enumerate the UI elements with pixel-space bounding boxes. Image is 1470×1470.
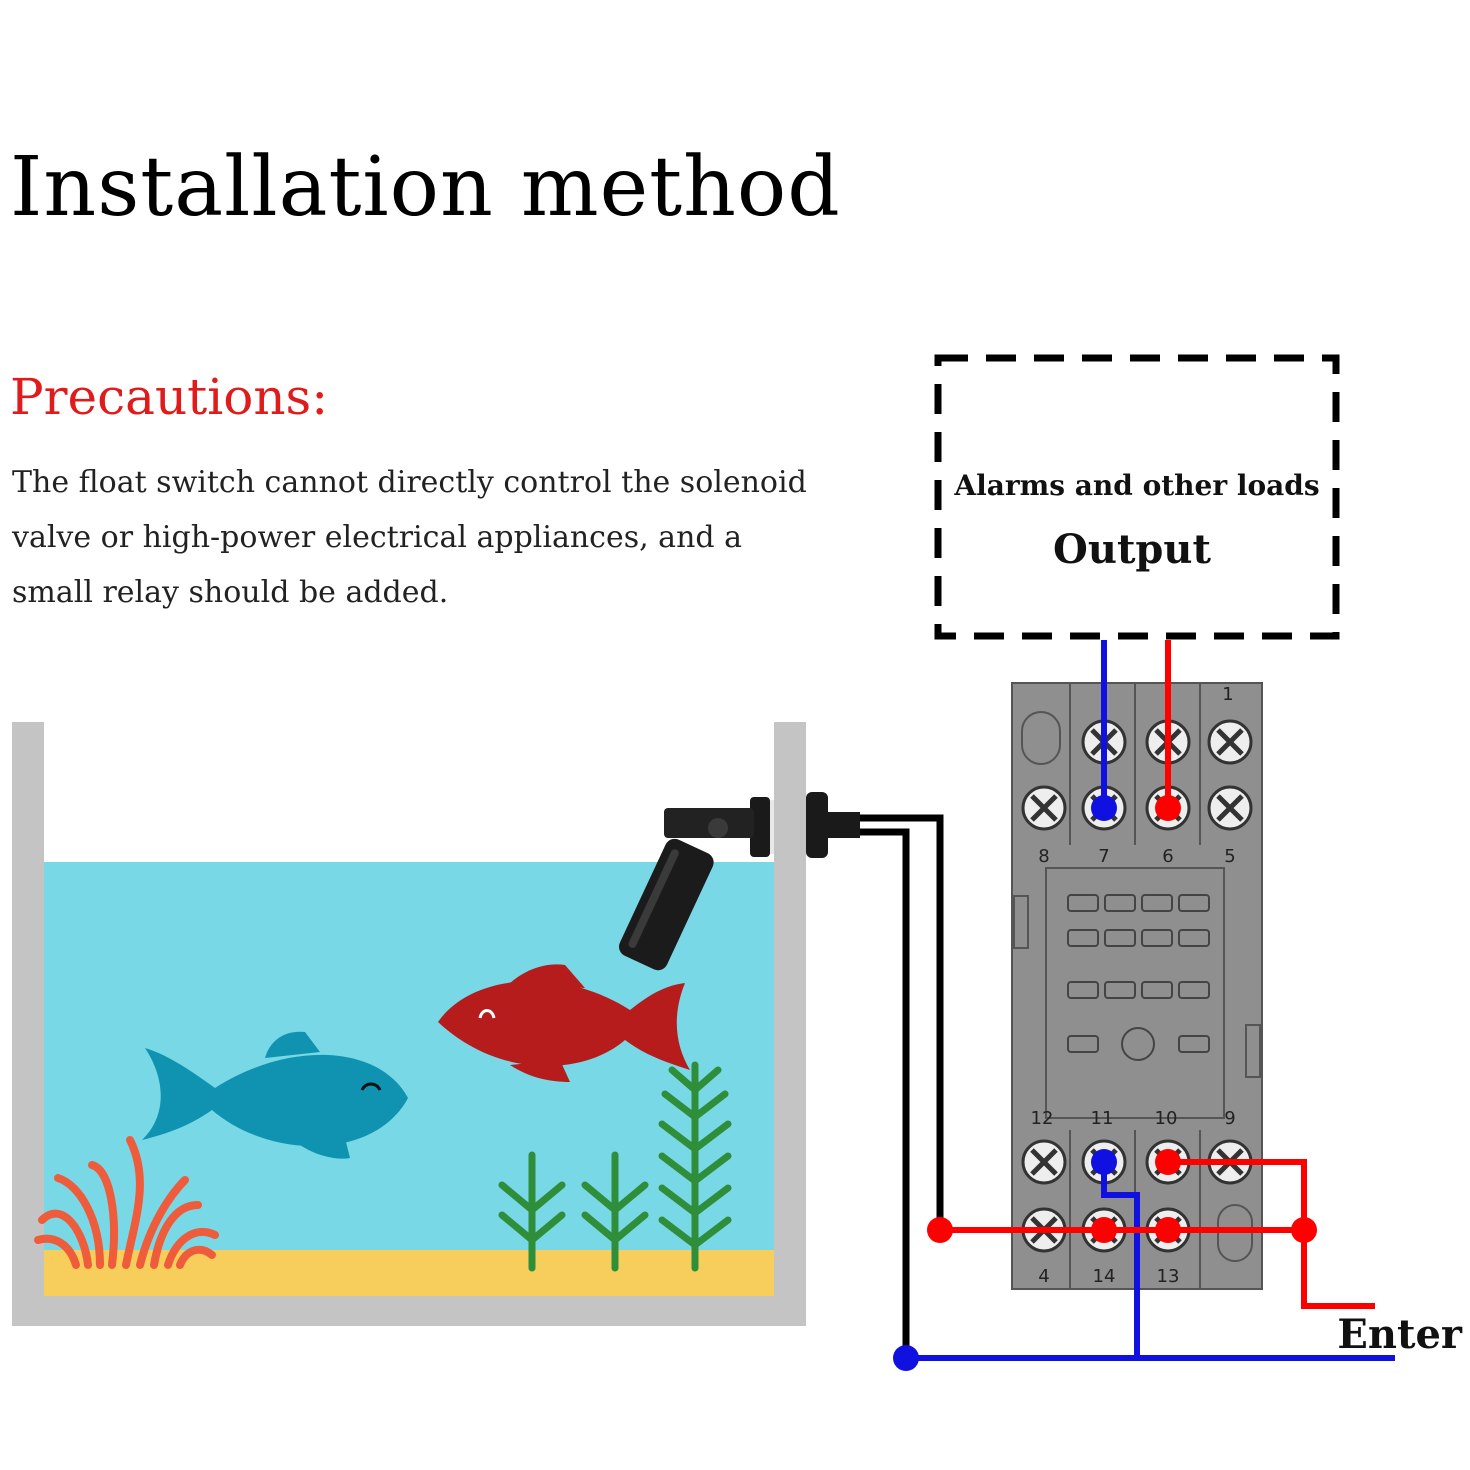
- float-switch: [619, 792, 860, 971]
- terminal-number: 13: [1157, 1266, 1180, 1287]
- output-box: [934, 354, 1340, 640]
- precautions-line: small relay should be added.: [12, 575, 449, 610]
- terminal-number: 4: [1038, 1266, 1049, 1287]
- precautions-text: The float switch cannot directly control…: [12, 455, 892, 620]
- terminal-number: 9: [1224, 1108, 1235, 1129]
- output-box-caption: Alarms and other loads: [953, 469, 1319, 502]
- screw: [1207, 785, 1253, 831]
- precautions-heading: Precautions:: [10, 368, 329, 426]
- screw: [1021, 1139, 1067, 1185]
- output-box-label: Output: [1053, 526, 1211, 573]
- page-title: Installation method: [10, 140, 841, 235]
- precautions-line: The float switch cannot directly control…: [12, 465, 807, 500]
- red-fish: [438, 964, 690, 1082]
- terminal-number: 7: [1098, 846, 1109, 867]
- wire-junctions: [893, 795, 1317, 1371]
- screw: [1021, 785, 1067, 831]
- screw: [1207, 719, 1253, 765]
- relay-socket: [1011, 682, 1263, 1290]
- blue-fish: [142, 1031, 408, 1159]
- input-label: Enter: [1337, 1311, 1462, 1358]
- black-wires: [860, 814, 944, 1358]
- terminal-numbers: 1 8 7 6 5 12 11 10 9 4 14 13: [1031, 684, 1236, 1287]
- blue-wires: [906, 640, 1395, 1361]
- coral: [34, 1136, 219, 1269]
- sand: [44, 1250, 776, 1296]
- terminal-number: 8: [1038, 846, 1049, 867]
- terminal-number: 10: [1155, 1108, 1178, 1129]
- terminal-number: 11: [1091, 1108, 1114, 1129]
- terminal-number: 5: [1224, 846, 1235, 867]
- terminal-number: 14: [1093, 1266, 1116, 1287]
- precautions-line: valve or high-power electrical appliance…: [12, 520, 743, 555]
- terminal-number: 6: [1162, 846, 1173, 867]
- plants: [498, 1061, 732, 1272]
- terminal-number: 12: [1031, 1108, 1054, 1129]
- terminal-number: 1: [1222, 684, 1233, 705]
